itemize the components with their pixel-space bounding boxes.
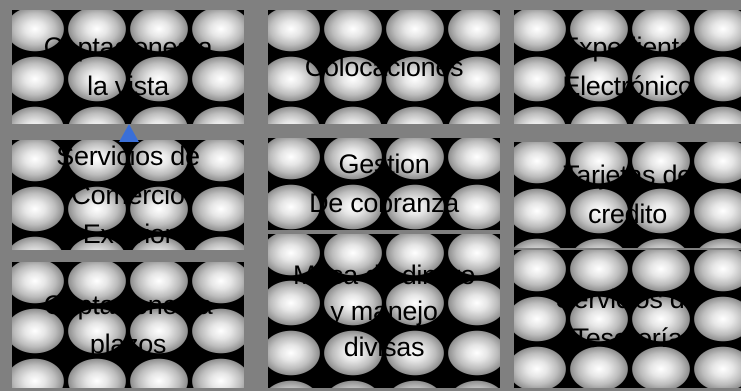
tile-colocaciones[interactable]: Colocaciones <box>268 10 500 124</box>
tile-gestion-cobranza[interactable]: Gestion De cobranza <box>268 138 500 230</box>
tile-label: Gestion De cobranza <box>309 149 459 218</box>
tile-mesa-dinero-divisas[interactable]: Mesa de dinero y manejo divisas <box>268 234 500 388</box>
arrow-pointer-icon <box>119 124 139 142</box>
tile-label: Mesa de dinero y manejo divisas <box>293 260 475 362</box>
tile-label: Captaciones a la vista <box>43 32 213 101</box>
tile-tarjetas-credito[interactable]: Tarjetas de credito <box>514 142 741 248</box>
tile-captaciones-vista[interactable]: Captaciones a la vista <box>12 10 244 124</box>
tile-label: Servicios de Tesorería <box>555 284 700 353</box>
tile-label: Servicios de Comercio Exterior <box>56 140 200 249</box>
tile-label: Colocaciones <box>304 51 464 82</box>
tile-captaciones-plazos[interactable]: Captaciones a plazos <box>12 262 244 388</box>
tile-label: Expediente Electrónico <box>561 32 694 101</box>
tile-label: Captaciones a plazos <box>43 290 213 359</box>
tile-comercio-exterior[interactable]: Servicios de Comercio Exterior <box>12 140 244 250</box>
tile-label: Tarjetas de credito <box>563 160 692 229</box>
tile-servicios-tesoreria[interactable]: Servicios de Tesorería <box>514 250 741 388</box>
tile-expediente-electronico[interactable]: Expediente Electrónico <box>514 10 741 124</box>
